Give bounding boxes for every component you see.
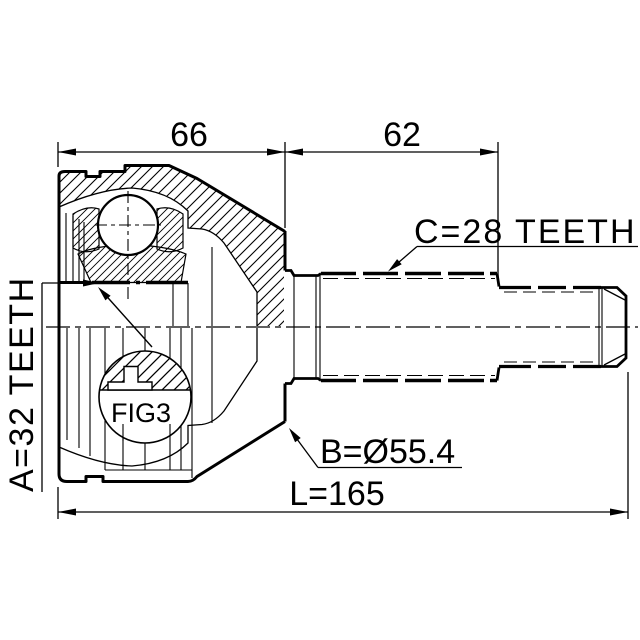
bearing-cage-sections xyxy=(72,207,184,253)
bearing-ball xyxy=(95,191,161,303)
outer-teeth-label: C=28 TEETH xyxy=(414,213,637,251)
callout-outer-diameter: B=Ø55.4 xyxy=(289,428,462,471)
outer-race-section-hatch xyxy=(58,165,284,326)
shaft-tip xyxy=(598,286,628,368)
spline-tooth-detail xyxy=(107,365,153,391)
outer-race-outline xyxy=(57,164,287,483)
dimension-62: 62 xyxy=(285,116,499,283)
dim-66-value: 66 xyxy=(170,116,208,154)
callout-outer-teeth: C=28 TEETH xyxy=(388,213,638,272)
inner-spline-bore xyxy=(92,247,213,326)
fig3-leader-line xyxy=(100,289,153,348)
spline-section xyxy=(321,271,497,383)
length-value: L=165 xyxy=(289,475,385,513)
dim-62-value: 62 xyxy=(383,116,421,154)
outer-diameter-label: B=Ø55.4 xyxy=(320,433,455,471)
dimension-length: L=165 xyxy=(57,372,629,519)
fig3-detail-circle: FIG3 xyxy=(98,287,192,444)
dimension-66: 66 xyxy=(57,116,286,228)
fig3-label: FIG3 xyxy=(111,398,171,428)
inner-teeth-label: A=32 TEETH xyxy=(3,276,41,492)
fig3-leader-arrow xyxy=(98,287,111,301)
stub-shaft xyxy=(285,269,628,385)
fig3-hatch xyxy=(99,350,191,390)
callout-inner-teeth: A=32 TEETH xyxy=(3,276,99,492)
thread-section xyxy=(499,285,601,369)
